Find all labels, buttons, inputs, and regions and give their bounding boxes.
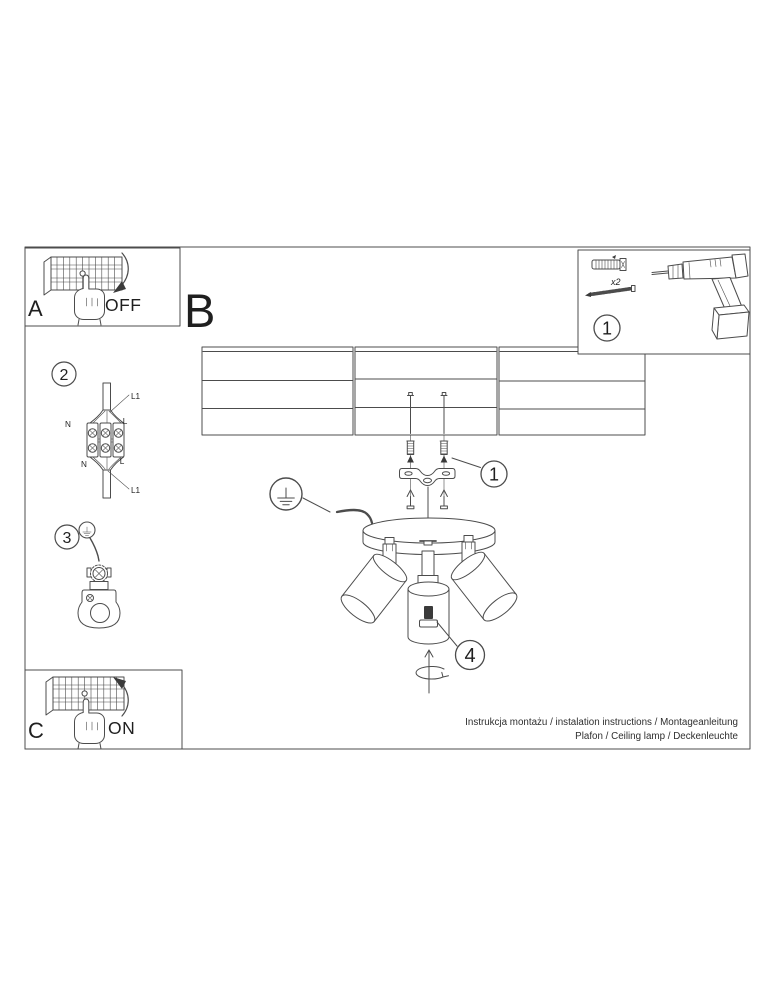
cable-sheath-bottom xyxy=(89,456,124,471)
breaker-on-box: C ON xyxy=(24,669,183,750)
adjustment-step-number: 4 xyxy=(464,645,475,667)
ceiling-screw-left xyxy=(407,392,414,434)
terminal-screw xyxy=(100,428,111,438)
grounding-step-callout: 3 xyxy=(54,524,80,550)
parts-box: x2 1 xyxy=(577,249,751,355)
ceiling-screw-right xyxy=(440,392,448,434)
wire-label-n-bottom: N xyxy=(81,460,87,469)
wire-label-l-bottom: L xyxy=(120,457,125,466)
ground-icon xyxy=(269,477,303,511)
adjustment-callout-leader xyxy=(436,621,458,647)
wiring-step-number: 2 xyxy=(60,367,69,384)
lamp-head-right xyxy=(450,551,518,622)
lamp-head-center xyxy=(407,581,450,645)
wall-plug-icon xyxy=(591,255,627,271)
ground-wire xyxy=(89,537,100,562)
terminal-screw xyxy=(100,443,111,453)
mounting-step-callout: 1 xyxy=(480,460,508,488)
lamp-neck-center xyxy=(417,550,439,584)
wire-label-n-top: N xyxy=(65,420,71,429)
drill-icon xyxy=(651,253,750,340)
parts-step-number: 1 xyxy=(602,319,612,339)
footer-line-1: Instrukcja montażu / instalation instruc… xyxy=(465,717,738,728)
section-b-label: B xyxy=(184,284,215,337)
wiring-step: 2 L1 N L N L L1 xyxy=(51,361,141,499)
grounding-step: 3 xyxy=(54,521,121,629)
terminal-block xyxy=(86,422,125,458)
grounding-step-number: 3 xyxy=(63,530,72,547)
terminal-screw xyxy=(113,443,124,453)
ceiling-panel-3 xyxy=(498,346,646,436)
ceiling-lamp: 4 xyxy=(340,486,518,694)
footer: Instrukcja montażu / instalation instruc… xyxy=(465,717,738,742)
ground-bracket xyxy=(77,589,121,629)
rotation-arrow-icon xyxy=(415,649,449,694)
wiring-step-callout: 2 xyxy=(51,361,77,387)
mains-cable-bottom xyxy=(102,469,111,499)
ground-callout xyxy=(269,477,374,525)
terminal-screw xyxy=(87,428,98,438)
wire-label-l1-top: L1 xyxy=(131,392,141,401)
ceiling-panels xyxy=(201,346,646,436)
ground-leader xyxy=(302,497,331,513)
breaker-off-box: A OFF xyxy=(24,247,181,327)
box-a-label: A xyxy=(28,296,43,321)
footer-line-2: Plafon / Ceiling lamp / Deckenleuchte xyxy=(575,731,738,742)
arrow-down-icon xyxy=(113,252,129,293)
frame-border xyxy=(24,246,751,750)
adjustment-step-callout: 4 xyxy=(454,639,486,671)
mounting-assembly: 1 xyxy=(399,392,508,510)
wall-plug-left-icon xyxy=(405,440,416,463)
ground-icon-small xyxy=(78,521,96,539)
adjustment-screw xyxy=(424,606,433,619)
mounting-bracket xyxy=(399,468,456,486)
adjustment-washer xyxy=(419,619,438,628)
on-label: ON xyxy=(108,718,135,738)
ground-terminal xyxy=(86,564,112,590)
cable-sheath-top xyxy=(89,409,124,424)
wall-plug-right-icon xyxy=(439,440,449,463)
wire-label-l-top: L xyxy=(123,417,128,426)
ceiling-panel-2 xyxy=(354,346,498,436)
wire-label-l1-bottom: L1 xyxy=(131,486,141,495)
mounting-step-number: 1 xyxy=(489,465,499,485)
supply-wire xyxy=(335,508,374,525)
mains-cable-top xyxy=(102,382,111,411)
screw-icon xyxy=(585,285,636,297)
off-label: OFF xyxy=(105,295,142,315)
parts-step-callout: 1 xyxy=(593,314,621,342)
terminal-screw xyxy=(87,443,98,453)
lamp-head-left xyxy=(340,553,408,624)
box-c-label: C xyxy=(28,718,44,743)
ceiling-panel-1 xyxy=(201,346,354,436)
quantity-label: x2 xyxy=(610,277,621,287)
arrow-up-icon xyxy=(113,677,129,717)
terminal-screw xyxy=(113,428,124,438)
mounting-callout-leader xyxy=(451,457,481,468)
